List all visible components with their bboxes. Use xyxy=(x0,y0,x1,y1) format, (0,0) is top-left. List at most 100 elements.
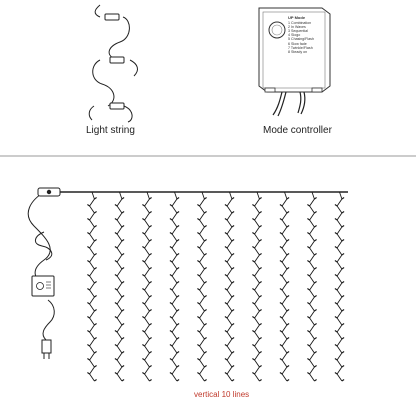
bulb-icon xyxy=(121,267,125,270)
bulb-icon xyxy=(87,232,90,235)
bulb-icon xyxy=(279,204,283,207)
bulb-icon xyxy=(114,288,118,291)
bulb-icon xyxy=(259,323,262,326)
bulb-icon xyxy=(279,260,283,263)
bulb-icon xyxy=(286,323,290,326)
bulb-icon xyxy=(204,253,207,256)
bulb-icon xyxy=(114,204,118,207)
bulb-icon xyxy=(224,232,228,235)
bulb-icon xyxy=(121,197,125,200)
bulb-icon xyxy=(87,274,90,277)
bulb-icon xyxy=(279,316,283,319)
bulb-icon xyxy=(114,330,118,333)
controller-mode-6: 6 Slow fade xyxy=(288,41,307,46)
bulb-icon xyxy=(341,295,345,298)
bulb-icon xyxy=(334,358,338,361)
bulb-icon xyxy=(169,316,173,319)
bulb-icon xyxy=(176,253,180,256)
bulb-icon xyxy=(314,267,317,270)
bulb-icon xyxy=(231,253,235,256)
bulb-icon xyxy=(121,379,125,382)
bulb-icon xyxy=(252,302,255,305)
bulb-icon xyxy=(231,351,235,354)
bulb-icon xyxy=(231,323,235,326)
bulb-icon xyxy=(252,372,255,375)
bulb-icon xyxy=(121,225,125,228)
bulb-icon xyxy=(259,309,262,312)
bulb-icon xyxy=(334,274,338,277)
curtain-line xyxy=(114,191,125,382)
bulb-icon xyxy=(176,351,180,354)
bulb-icon xyxy=(149,337,152,340)
bulb-icon xyxy=(149,267,152,270)
bulb-icon xyxy=(279,302,283,305)
bulb-icon xyxy=(252,316,255,319)
bulb-icon xyxy=(176,337,180,340)
bulb-icon xyxy=(286,365,290,368)
bulb-icon xyxy=(149,365,152,368)
bulb-icon xyxy=(286,351,290,354)
bulb-icon xyxy=(224,330,228,333)
bulb-icon xyxy=(142,204,145,207)
bulb-icon xyxy=(94,197,97,200)
bulb-icon xyxy=(197,246,200,249)
mode-controller-caption: Mode controller xyxy=(263,125,332,136)
bulb-icon xyxy=(142,260,145,263)
bulb-icon xyxy=(231,239,235,242)
bulb-icon xyxy=(307,358,310,361)
bulb-icon xyxy=(94,239,97,242)
bulb-icon xyxy=(114,302,118,305)
bulb-icon xyxy=(259,351,262,354)
curtain-line xyxy=(252,191,262,382)
bulb-icon xyxy=(341,239,345,242)
bulb-icon xyxy=(286,295,290,298)
bulb-icon xyxy=(334,330,338,333)
bulb-icon xyxy=(121,337,125,340)
bulb-icon xyxy=(307,274,310,277)
bulb-icon xyxy=(197,274,200,277)
bulb-icon xyxy=(94,281,97,284)
plug-icon xyxy=(41,339,52,359)
bulb-icon xyxy=(286,379,290,382)
bulb-icon xyxy=(176,309,180,312)
bulb-icon xyxy=(142,372,145,375)
bulb-icon xyxy=(307,344,310,347)
bulb-icon xyxy=(334,246,338,249)
bulb-icon xyxy=(314,351,317,354)
bulb-icon xyxy=(252,274,255,277)
bulb-icon xyxy=(87,218,90,221)
bulb-icon xyxy=(176,225,180,228)
bulb-icon xyxy=(252,204,255,207)
bulb-icon xyxy=(341,197,345,200)
bulb-icon xyxy=(197,316,200,319)
bulb-icon xyxy=(231,225,235,228)
bulb-icon xyxy=(197,288,200,291)
bulb-icon xyxy=(286,225,290,228)
bulb-icon xyxy=(314,211,317,214)
bulb-icon xyxy=(87,246,90,249)
bulb-icon xyxy=(307,372,310,375)
bulb-icon xyxy=(279,218,283,221)
bulb-icon xyxy=(224,274,228,277)
curtain-line xyxy=(334,191,345,382)
bulb-icon xyxy=(224,218,228,221)
strand xyxy=(226,191,233,382)
bulb-icon xyxy=(87,372,90,375)
bulb-icon xyxy=(87,204,90,207)
bulb-icon xyxy=(204,365,207,368)
bulb-icon xyxy=(334,372,338,375)
bulb-icon xyxy=(286,281,290,284)
bulb-icon xyxy=(197,218,200,221)
bulb-icon xyxy=(114,358,118,361)
bulb-icon xyxy=(224,288,228,291)
light-string-drawing xyxy=(88,4,138,123)
bulb-icon xyxy=(341,379,345,382)
bulb-icon xyxy=(307,330,310,333)
bulb-icon xyxy=(259,197,262,200)
controller-mode-1: 1 Combination xyxy=(288,21,312,26)
bulb-icon xyxy=(279,330,283,333)
mode-knob-icon xyxy=(268,21,286,39)
bulb-icon xyxy=(169,232,173,235)
bulb-icon xyxy=(169,302,173,305)
